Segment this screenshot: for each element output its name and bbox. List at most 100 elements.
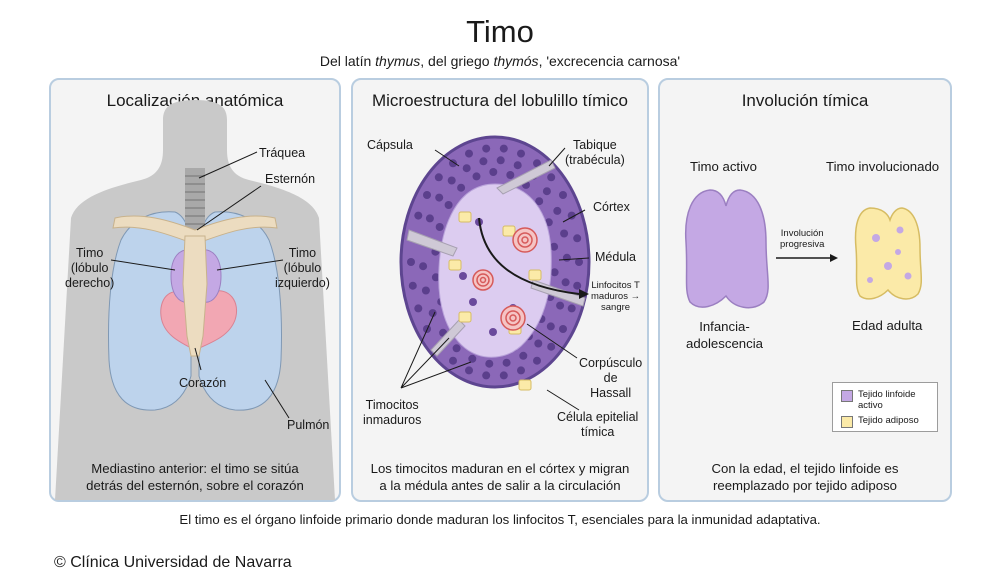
subtitle-latin-term: thymus: [375, 53, 421, 69]
migration-arrow: [478, 217, 580, 295]
label-sternum: Esternón: [265, 172, 316, 186]
cortex-thymocyte: [465, 149, 473, 158]
cortex-thymocyte: [447, 176, 456, 185]
cortex-thymocyte: [444, 201, 453, 209]
cortex-thymocyte: [559, 325, 567, 333]
label-cortex: Córtex: [593, 200, 630, 214]
label-thymus-left-lobe: Timo (lóbulo izquierdo): [275, 246, 330, 290]
cortex-thymocyte: [546, 322, 555, 331]
cortex-thymocyte: [468, 354, 477, 363]
cortex-thymocyte: [567, 211, 576, 220]
diagram-subtitle: Del latín thymus, del griego thymós, 'ex…: [0, 53, 1000, 69]
cortex-thymocyte: [550, 242, 559, 251]
cortex-thymocyte: [419, 262, 428, 271]
cortex-thymocyte: [425, 214, 434, 223]
panel-involution: Involución tímica Timo activo Timo invol…: [658, 78, 952, 502]
label-immature-thymocytes: Timocitos inmaduros: [363, 398, 422, 427]
involuted-thymus: [854, 207, 923, 300]
cortex-thymocyte: [496, 156, 505, 165]
cortex-thymocyte: [517, 149, 525, 158]
cortex-thymocyte: [414, 304, 423, 313]
cortex-thymocyte: [482, 371, 491, 380]
label-trachea: Tráquea: [259, 146, 306, 160]
legend-label-adipose: Tejido adiposo: [858, 415, 919, 426]
cortex-thymocyte: [547, 173, 556, 182]
label-heart: Corazón: [179, 376, 227, 390]
septum-upper-right: [496, 159, 556, 195]
cortex-thymocyte: [435, 223, 444, 231]
label-thymus-right-lobe: Timo (lóbulo derecho): [65, 246, 115, 290]
cortex-thymocyte: [499, 144, 508, 153]
cortex-thymocyte: [421, 286, 430, 295]
cortex-thymocyte: [573, 281, 582, 290]
legend-label-lymphoid: Tejido linfoide activo: [858, 389, 916, 411]
cortex-thymocyte: [573, 234, 582, 243]
cortex-thymocyte: [472, 172, 481, 181]
panel-anatomical-location: Localización anatómica Tráquea Esternón …: [49, 78, 341, 502]
sternum: [182, 235, 208, 357]
label-progressive-involution: Involución progresiva: [780, 228, 825, 250]
leader-lines: [400, 147, 590, 411]
label-septum: Tabique (trabécula): [565, 138, 625, 167]
lobule-illustration: [399, 135, 591, 411]
subtitle-greek-term: thymós: [493, 53, 539, 69]
clavicles: [112, 215, 278, 243]
caption-microstructure: Los timocitos maduran en el córtex y mig…: [370, 461, 630, 493]
cortex-thymocyte: [482, 144, 491, 153]
cortex-thymocyte: [533, 356, 541, 365]
involuted-lymphoid-remnants: [867, 226, 912, 283]
cortex-thymocyte: [462, 164, 471, 173]
cortex-thymocyte: [567, 304, 576, 313]
legend-swatch-lymphoid: [841, 390, 853, 402]
cortex-thymocyte: [502, 358, 511, 367]
cortex-thymocyte: [556, 301, 565, 310]
legend-item-adipose: Tejido adiposo: [841, 415, 919, 428]
cortex-thymocyte: [457, 183, 466, 192]
cortex-thymocyte: [553, 206, 562, 215]
label-active-thymus: Timo activo: [690, 159, 757, 174]
cortex-thymocyte: [517, 366, 525, 375]
cortex-thymocyte: [559, 191, 567, 199]
hassall-corpuscles: [472, 227, 538, 331]
cortex-thymocyte: [407, 258, 415, 266]
cortex-thymocyte: [489, 168, 498, 176]
label-hassall-corpuscle: Corpúsculo de Hassall: [579, 356, 643, 400]
septum-lower-left: [430, 319, 466, 357]
epithelial-cells: [448, 211, 542, 391]
tissue-legend: Tejido linfoide activo Tejido adiposo: [832, 382, 938, 432]
footer-note: El timo es el órgano linfoide primario d…: [179, 512, 821, 527]
cortex-thymocyte: [414, 211, 423, 220]
cortex-thymocyte: [449, 159, 457, 168]
cortex-thymocyte: [431, 273, 440, 282]
cortex-thymocyte: [485, 359, 494, 368]
caption-involution: Con la edad, el tejido linfoide es reemp…: [711, 461, 899, 493]
migration-arrowhead: [579, 289, 589, 299]
leader-lines: [110, 151, 290, 419]
label-adulthood: Edad adulta: [852, 318, 923, 333]
cortex-thymocyte: [465, 366, 473, 375]
cortex-thymocyte: [560, 229, 569, 238]
cortex-thymocyte: [408, 281, 417, 290]
diagram-title: Timo: [466, 14, 534, 49]
panel-title-microstructure: Microestructura del lobulillo tímico: [371, 91, 629, 110]
cortex-thymocyte: [519, 351, 528, 360]
subtitle-prefix: Del latín: [319, 53, 376, 69]
cortex-thymocyte: [547, 342, 556, 351]
cortex-thymocyte: [434, 173, 443, 182]
label-mature-t-lymphocytes: Linfocitos T maduros → sangre: [591, 280, 641, 313]
subtitle-middle: , del griego: [420, 53, 494, 69]
cortex-thymocyte: [542, 187, 551, 196]
cortex-thymocyte: [575, 258, 583, 266]
label-lung: Pulmón: [287, 418, 330, 432]
panel-title-involution: Involución tímica: [741, 91, 869, 110]
cortex-thymocyte: [428, 309, 437, 318]
cortex-thymocyte: [499, 371, 508, 380]
copyright: © Clínica Universidad de Navarra: [54, 554, 292, 571]
cortex-thymocyte: [506, 171, 515, 179]
cortex-thymocyte: [435, 193, 444, 202]
trachea-rings: [185, 175, 205, 233]
label-medulla: Médula: [595, 250, 636, 264]
cortex-thymocyte: [449, 356, 457, 365]
cortex-thymocyte: [452, 344, 461, 353]
cortex-thymocyte: [479, 157, 488, 166]
